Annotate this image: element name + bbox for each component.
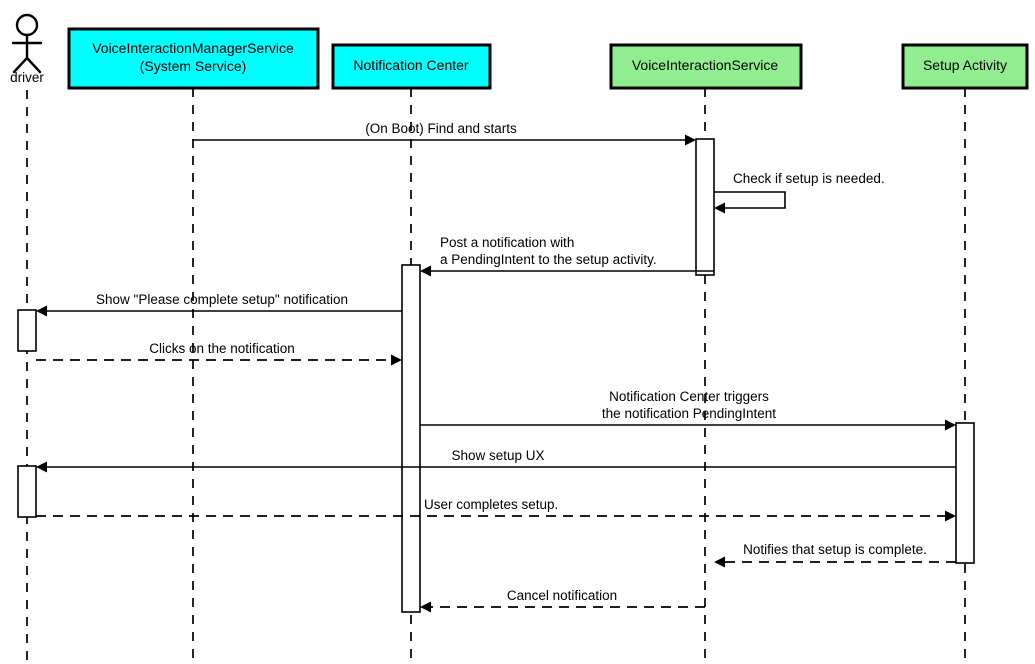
participant-box-setup_activity[interactable]: [901, 43, 1029, 90]
message-4-show-please-complete-setup-notification-arrowhead: [36, 305, 47, 317]
message-3-post-a-notification-with-a-pendingintent-to-th: Post a notification with a PendingIntent …: [420, 235, 714, 277]
message-2-check-if-setup-is-needed-label: Check if setup is needed.: [733, 171, 885, 186]
actor-leg-left-icon: [12, 56, 29, 74]
participant-label-vims: (System Service): [140, 58, 247, 74]
message-6-notification-center-triggers-the-notification--arrowhead: [945, 419, 956, 431]
message-2-check-if-setup-is-needed: Check if setup is needed.: [714, 171, 885, 214]
message-3-post-a-notification-with-a-pendingintent-to-th-arrowhead: [420, 265, 431, 277]
participant-label-driver: driver: [10, 70, 44, 85]
message-8-user-completes-setup-arrowhead: [945, 510, 956, 522]
participant-label-vims: VoiceInteractionManagerService: [92, 40, 294, 56]
participant-box-notification_center[interactable]: [331, 43, 492, 90]
message-7-show-setup-ux-label: Show setup UX: [451, 448, 544, 463]
message-3-post-a-notification-with-a-pendingintent-to-th-label: a PendingIntent to the setup activity.: [440, 252, 657, 267]
actor-head-icon: [15, 13, 39, 37]
participant-label-notification_center: Notification Center: [353, 57, 469, 73]
message-5-clicks-on-the-notification-label: Clicks on the notification: [149, 341, 295, 356]
participant-label-vis: VoiceInteractionService: [632, 57, 779, 73]
participant-label-setup_activity: Setup Activity: [923, 57, 1007, 73]
message-3-post-a-notification-with-a-pendingintent-to-th-label: Post a notification with: [440, 235, 574, 250]
activation-bar-notification_center-2: [401, 264, 421, 613]
participant-vims[interactable]: VoiceInteractionManagerService (System Se…: [67, 27, 320, 90]
message-10-cancel-notification-label: Cancel notification: [507, 588, 617, 603]
message-4-show-please-complete-setup-notification: Show "Please complete setup" notificatio…: [36, 292, 402, 317]
actor-leg-right-icon: [25, 56, 42, 74]
participant-driver[interactable]: driver: [10, 13, 44, 85]
message-6-notification-center-triggers-the-notification--label: the notification PendingIntent: [602, 406, 776, 421]
participant-box-vis[interactable]: [609, 43, 803, 90]
activation-bar-driver-4: [17, 465, 37, 518]
message-5-clicks-on-the-notification-arrowhead: [391, 354, 402, 366]
message-8-user-completes-setup-label: User completes setup.: [424, 497, 558, 512]
participant-notification_center[interactable]: Notification Center: [331, 43, 492, 90]
message-9-notifies-that-setup-is-complete-arrowhead: [714, 556, 725, 568]
activation-bar-setup_activity-5: [955, 422, 975, 564]
participants-group: driver VoiceInteractionManagerService (Sys…: [10, 13, 1029, 90]
message-2-check-if-setup-is-needed-arrowhead: [714, 202, 725, 214]
message-4-show-please-complete-setup-notification-label: Show "Please complete setup" notificatio…: [96, 292, 348, 307]
activation-bar-driver-3: [17, 309, 37, 352]
message-1-on-boot-find-and-starts-arrowhead: [685, 134, 696, 146]
message-10-cancel-notification-arrowhead: [420, 601, 431, 613]
participant-box-vims[interactable]: [67, 27, 320, 90]
message-2-check-if-setup-is-needed-line: [714, 191, 786, 209]
message-1-on-boot-find-and-starts-label: (On Boot) Find and starts: [365, 121, 517, 136]
activations-group: [17, 138, 975, 613]
message-7-show-setup-ux-arrowhead: [36, 461, 47, 473]
message-5-clicks-on-the-notification: Clicks on the notification: [36, 341, 402, 366]
message-6-notification-center-triggers-the-notification--label: Notification Center triggers: [609, 389, 769, 404]
activation-bar-vis-1: [695, 138, 715, 276]
message-7-show-setup-ux: Show setup UX: [36, 448, 956, 473]
message-6-notification-center-triggers-the-notification-: Notification Center triggers the notifica…: [420, 389, 956, 431]
message-8-user-completes-setup: User completes setup.: [36, 497, 956, 522]
message-9-notifies-that-setup-is-complete-label: Notifies that setup is complete.: [743, 542, 927, 557]
message-10-cancel-notification: Cancel notification: [420, 588, 705, 613]
message-9-notifies-that-setup-is-complete: Notifies that setup is complete.: [714, 542, 956, 568]
participant-setup_activity[interactable]: Setup Activity: [901, 43, 1029, 90]
message-1-on-boot-find-and-starts: (On Boot) Find and starts: [193, 121, 696, 146]
participant-vis[interactable]: VoiceInteractionService: [609, 43, 803, 90]
